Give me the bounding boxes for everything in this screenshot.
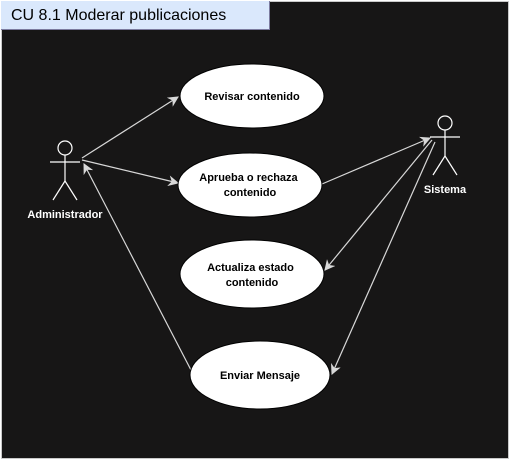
edge-system-update <box>324 139 433 271</box>
use-case-approve-label: Aprueba o rechaza contenido <box>199 172 300 199</box>
use-case-approve-line-1: Aprueba o rechaza <box>199 172 298 184</box>
diagram-title: CU 8.1 Moderar publicaciones <box>1 1 270 30</box>
use-case-message-label: Enviar Mensaje <box>220 370 300 382</box>
use-case-review-line-1: Revisar contenido <box>204 91 300 103</box>
actor-administrador-leg-right <box>64 180 78 201</box>
use-case-message[interactable]: Enviar Mensaje <box>189 340 331 410</box>
use-case-approve-line-2: contenido <box>224 187 277 199</box>
use-case-message-line-1: Enviar Mensaje <box>220 370 300 382</box>
actor-administrador[interactable] <box>50 140 80 201</box>
edge-admin-review <box>81 96 179 159</box>
edge-message-admin <box>83 163 193 373</box>
use-case-update-line-1: Actualiza estado <box>207 262 294 274</box>
edge-admin-approve <box>81 159 180 186</box>
use-case-approve[interactable]: Aprueba o rechaza contenido <box>177 152 323 218</box>
edge-approve-system <box>321 136 431 185</box>
actor-administrador-label: Administrador <box>27 209 103 221</box>
actor-sistema-leg-left <box>432 155 446 176</box>
use-case-review-label: Revisar contenido <box>204 91 300 103</box>
actor-sistema-label: Sistema <box>424 184 467 196</box>
actor-sistema-head <box>437 115 453 131</box>
use-case-update-line-2: contenido <box>226 277 279 289</box>
use-case-review[interactable]: Revisar contenido <box>179 63 325 129</box>
actor-administrador-head <box>57 140 73 156</box>
use-case-update-label: Actualiza estado contenido <box>207 262 297 289</box>
actor-administrador-leg-left <box>52 180 66 201</box>
actor-sistema-leg-right <box>444 155 458 176</box>
use-case-update[interactable]: Actualiza estado contenido <box>179 239 325 309</box>
actor-sistema[interactable] <box>430 115 460 176</box>
edge-system-message <box>331 141 436 375</box>
